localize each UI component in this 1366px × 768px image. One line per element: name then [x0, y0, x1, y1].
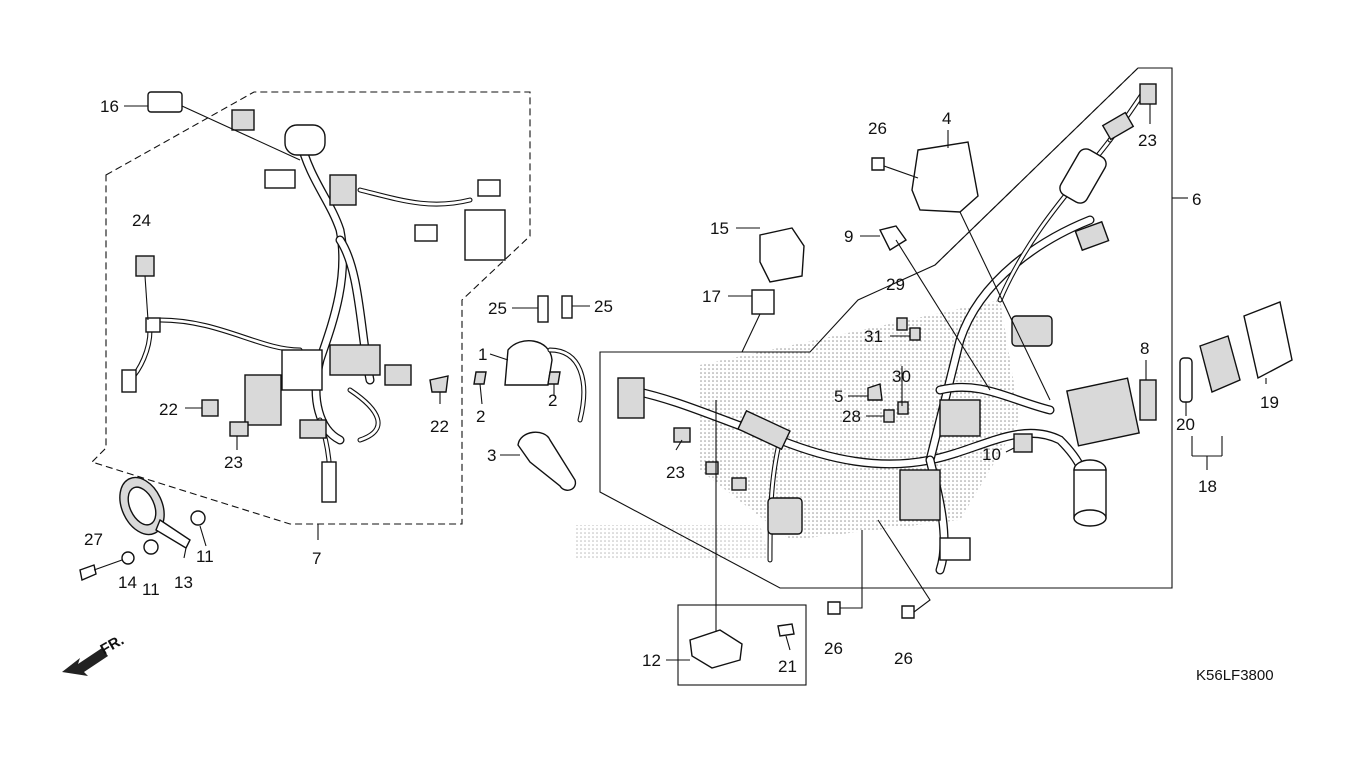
bolt-26-a: [827, 601, 841, 615]
leader-lines: [124, 104, 1267, 661]
fuse-20: [1179, 357, 1193, 403]
callout-27: 27: [84, 530, 103, 549]
connector-23-right: [1139, 83, 1157, 105]
callout-2-b: 2: [548, 391, 557, 410]
washer-14: [121, 551, 135, 565]
callout-labels: 16 24 22 22 23 7 27 14 11 13 11 25 25 1 …: [84, 97, 1279, 676]
callout-6: 6: [1192, 190, 1201, 209]
washer-11-a: [190, 510, 206, 526]
clip-2-b: [547, 371, 561, 385]
switch-1: [504, 340, 553, 386]
callout-1: 1: [478, 345, 487, 364]
clip-23-mid: [673, 427, 691, 443]
callout-26-b: 26: [894, 649, 913, 668]
clip-2-a: [473, 371, 487, 385]
fuse-29: [896, 317, 908, 331]
fuse-31: [909, 327, 921, 341]
wire-harness-main: [617, 87, 1148, 575]
callout-4: 4: [942, 109, 951, 128]
fuse-30: [897, 401, 909, 415]
callout-24: 24: [132, 211, 151, 230]
callout-3: 3: [487, 446, 496, 465]
wire-harness-front: [121, 109, 506, 503]
washer-11-b: [143, 539, 159, 555]
callout-22-right: 22: [430, 417, 449, 436]
callout-28: 28: [842, 407, 861, 426]
group-boundary-6-inner: [934, 67, 1139, 266]
callout-11-b: 11: [196, 547, 214, 566]
callout-23-right: 23: [1138, 131, 1157, 150]
fuse-box-18: [1199, 335, 1241, 393]
callout-23-left: 23: [224, 453, 243, 472]
callout-15: 15: [710, 219, 729, 238]
bolt-21: [777, 623, 795, 637]
fuse-8: [1139, 379, 1157, 421]
callout-12: 12: [642, 651, 661, 670]
callout-17: 17: [702, 287, 721, 306]
callout-9: 9: [844, 227, 853, 246]
callout-26-top: 26: [868, 119, 887, 138]
callout-25-b: 25: [594, 297, 613, 316]
callout-31: 31: [864, 327, 883, 346]
bolt-27: [79, 564, 97, 581]
sensor-12: [689, 629, 743, 669]
callout-26-a: 26: [824, 639, 843, 658]
relay-15: [759, 227, 805, 283]
group-boundary-6: [599, 67, 1173, 589]
clip-22-left: [201, 399, 219, 417]
front-arrow-icon: [62, 648, 108, 676]
relay-17: [751, 289, 775, 315]
clip-22-right: [429, 375, 449, 393]
callout-8: 8: [1140, 339, 1149, 358]
clip-23-left: [229, 421, 249, 437]
callout-23-mid: 23: [666, 463, 685, 482]
bolt-26-b: [901, 605, 915, 619]
clip-9: [878, 225, 908, 252]
dotted-shading-lower: [575, 525, 770, 560]
diagram-code: K56LF3800: [1196, 667, 1274, 684]
callout-29: 29: [886, 275, 905, 294]
fuse-28: [883, 409, 895, 423]
callout-14: 14: [118, 573, 137, 592]
callout-16: 16: [100, 97, 119, 116]
callout-10: 10: [982, 445, 1001, 464]
callout-7: 7: [312, 549, 321, 568]
callout-13: 13: [174, 573, 193, 592]
callout-11-a: 11: [142, 580, 160, 599]
callout-2-a: 2: [476, 407, 485, 426]
sensor-box-12: [677, 604, 807, 686]
callout-20: 20: [1176, 415, 1195, 434]
callout-18: 18: [1198, 477, 1217, 496]
callout-21: 21: [778, 657, 797, 676]
bolt-25-a: [537, 295, 549, 323]
cover-4: [911, 141, 979, 213]
connector-10: [1013, 433, 1033, 453]
callout-19: 19: [1260, 393, 1279, 412]
connector-16: [147, 91, 183, 113]
callout-5: 5: [834, 387, 843, 406]
bolt-26-top: [871, 157, 885, 171]
callout-25-a: 25: [488, 299, 507, 318]
fuse-box-cover-19: [1243, 301, 1293, 380]
clip-24: [135, 255, 155, 277]
bolt-25-b: [561, 295, 573, 319]
boot-3: [517, 431, 577, 491]
callout-22-left: 22: [159, 400, 178, 419]
callout-30: 30: [892, 367, 911, 386]
group-boundary-7: [90, 91, 531, 525]
horn-13: [119, 476, 191, 549]
